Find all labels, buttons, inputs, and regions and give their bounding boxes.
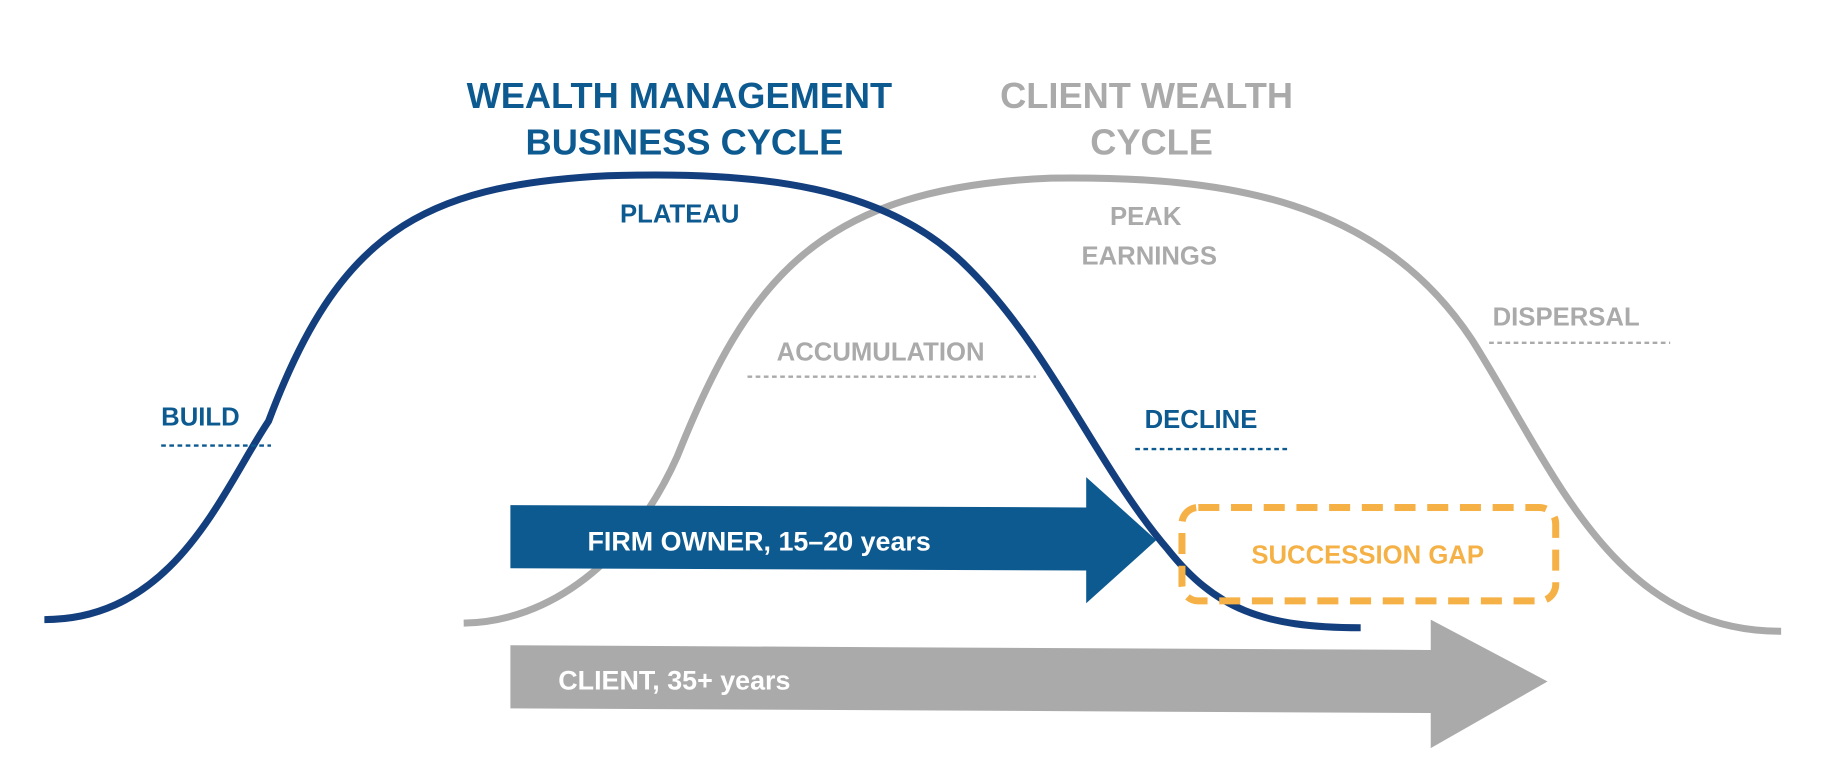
succession-gap-label: SUCCESSION GAP bbox=[1251, 542, 1484, 570]
stage-plateau: PLATEAU bbox=[620, 200, 739, 228]
client-arrow: CLIENT, 35+ years bbox=[510, 619, 1548, 749]
business-cycle-curve bbox=[44, 171, 1361, 632]
business-cycle-title: WEALTH MANAGEMENT BUSINESS CYCLE bbox=[467, 75, 903, 163]
stage-build: BUILD bbox=[161, 404, 239, 432]
succession-gap-box: SUCCESSION GAP bbox=[1178, 503, 1560, 605]
firm-owner-label: FIRM OWNER, 15–20 years bbox=[587, 527, 930, 557]
stage-accumulation: ACCUMULATION bbox=[777, 338, 985, 366]
stage-peak-earnings: PEAK EARNINGS bbox=[1081, 203, 1217, 271]
firm-owner-arrow: FIRM OWNER, 15–20 years bbox=[510, 477, 1157, 604]
client-wealth-curve bbox=[463, 174, 1782, 635]
stage-dispersal: DISPERSAL bbox=[1493, 303, 1640, 331]
stage-decline: DECLINE bbox=[1145, 406, 1258, 434]
client-cycle-title: CLIENT WEALTH CYCLE bbox=[1000, 75, 1303, 163]
client-label: CLIENT, 35+ years bbox=[558, 666, 790, 696]
